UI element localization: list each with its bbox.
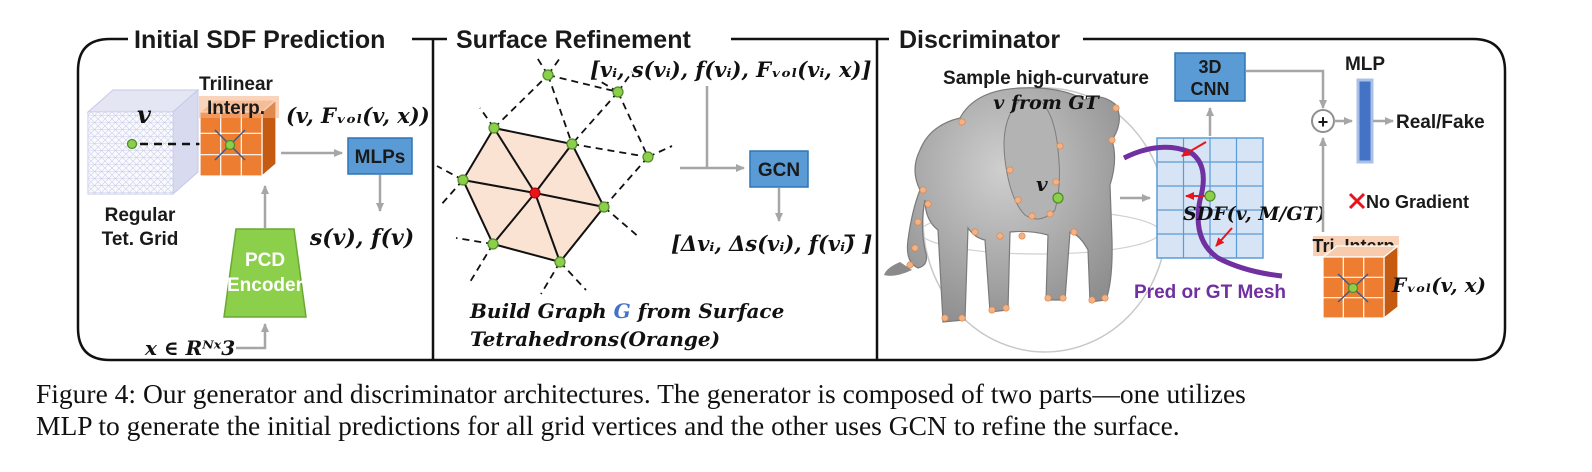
caption-line-1: Figure 4: Our generator and discriminato… <box>36 378 1246 409</box>
vertex-label-v: v <box>137 100 152 129</box>
arrow-input-to-encoder <box>236 323 269 350</box>
sdf-arrow-3 <box>1215 227 1233 247</box>
sampled-vertex-label: v <box>1036 172 1048 196</box>
center-vertex <box>529 187 541 199</box>
mlp-bar <box>1356 78 1374 164</box>
sdf-arrow-1 <box>1181 141 1207 157</box>
build-graph-line2: Tetrahedrons(Orange) <box>470 327 720 351</box>
mlp-input-tuple: (v, Fᵥₒₗ(v, x)) <box>286 103 430 128</box>
high-curvature-samples <box>906 104 1120 322</box>
mlp-label: MLP <box>1345 54 1385 75</box>
gcn-input-features: [vᵢ, s(vᵢ), f(vᵢ), Fᵥₒₗ(vᵢ, x)] <box>590 57 871 82</box>
tri-interp-cube <box>1321 244 1400 320</box>
mlps-label: MLPs <box>355 147 406 168</box>
sample-label-line2: v from GT <box>993 92 1100 114</box>
caption-line-2: MLP to generate the initial predictions … <box>36 410 1180 441</box>
regular-tet-grid <box>86 88 200 196</box>
build-graph-line1: Build Graph G from Surface <box>469 299 784 323</box>
grid-sample-dot <box>1204 190 1216 202</box>
encoder-label-line2: Encoder <box>227 275 304 296</box>
architecture-figure: Initial SDF Prediction v Regular Tet. Gr… <box>76 26 1507 362</box>
arrow-cnn-to-plus <box>1246 69 1327 109</box>
grid-label-line1: Regular <box>105 205 176 226</box>
section-title-refine: Surface Refinement <box>456 26 691 54</box>
section-title-discriminator: Discriminator <box>899 26 1060 54</box>
sampled-vertex-dot <box>1052 192 1064 204</box>
elephant-mesh <box>884 87 1120 323</box>
section-title-initial: Initial SDF Prediction <box>134 26 385 54</box>
pcd-encoder <box>223 228 307 318</box>
mlps-box <box>347 137 413 175</box>
cnn-3d-box <box>1174 52 1246 102</box>
plus-symbol: + <box>1318 112 1329 132</box>
no-gradient-label: No Gradient <box>1366 192 1469 212</box>
sample-label-line1: Sample high-curvature <box>943 68 1149 89</box>
gcn-box <box>749 150 809 188</box>
cnn-label-line1: 3D <box>1198 57 1221 77</box>
sdf-label: SDF(v, M/GT) <box>1183 203 1326 225</box>
figure-caption: Figure 4: Our generator and discriminato… <box>36 378 1576 442</box>
trilinear-label-bg <box>199 96 279 118</box>
point-cloud-input: x ∈ Rᴺˣ3 <box>144 336 235 360</box>
trilinear-label-line2: Interp. <box>207 98 265 119</box>
gcn-label: GCN <box>758 160 800 181</box>
pred-mesh-label: Pred or GT Mesh <box>1134 282 1286 303</box>
encoder-label-line1: PCD <box>245 250 285 271</box>
outer-frame <box>76 37 1507 362</box>
grid-label-line2: Tet. Grid <box>102 229 179 250</box>
cnn-label-line2: CNN <box>1191 79 1230 99</box>
mlp-outputs: s(v), f(v) <box>309 225 414 251</box>
grid-vertex-dot <box>126 138 138 150</box>
real-fake-label: Real/Fake <box>1396 112 1485 133</box>
trilinear-label-line1: Trilinear <box>199 74 274 95</box>
pred-or-gt-mesh-curve <box>1122 144 1283 279</box>
no-gradient-cross <box>1348 192 1366 210</box>
gcn-outputs: [Δvᵢ, Δs(vᵢ), f(vᵢ)̅ ] <box>671 231 872 256</box>
tet-inner-edges <box>462 127 605 263</box>
tet-vertices <box>457 69 654 268</box>
fvol-label: Fᵥₒₗ(v, x) <box>1391 273 1486 297</box>
